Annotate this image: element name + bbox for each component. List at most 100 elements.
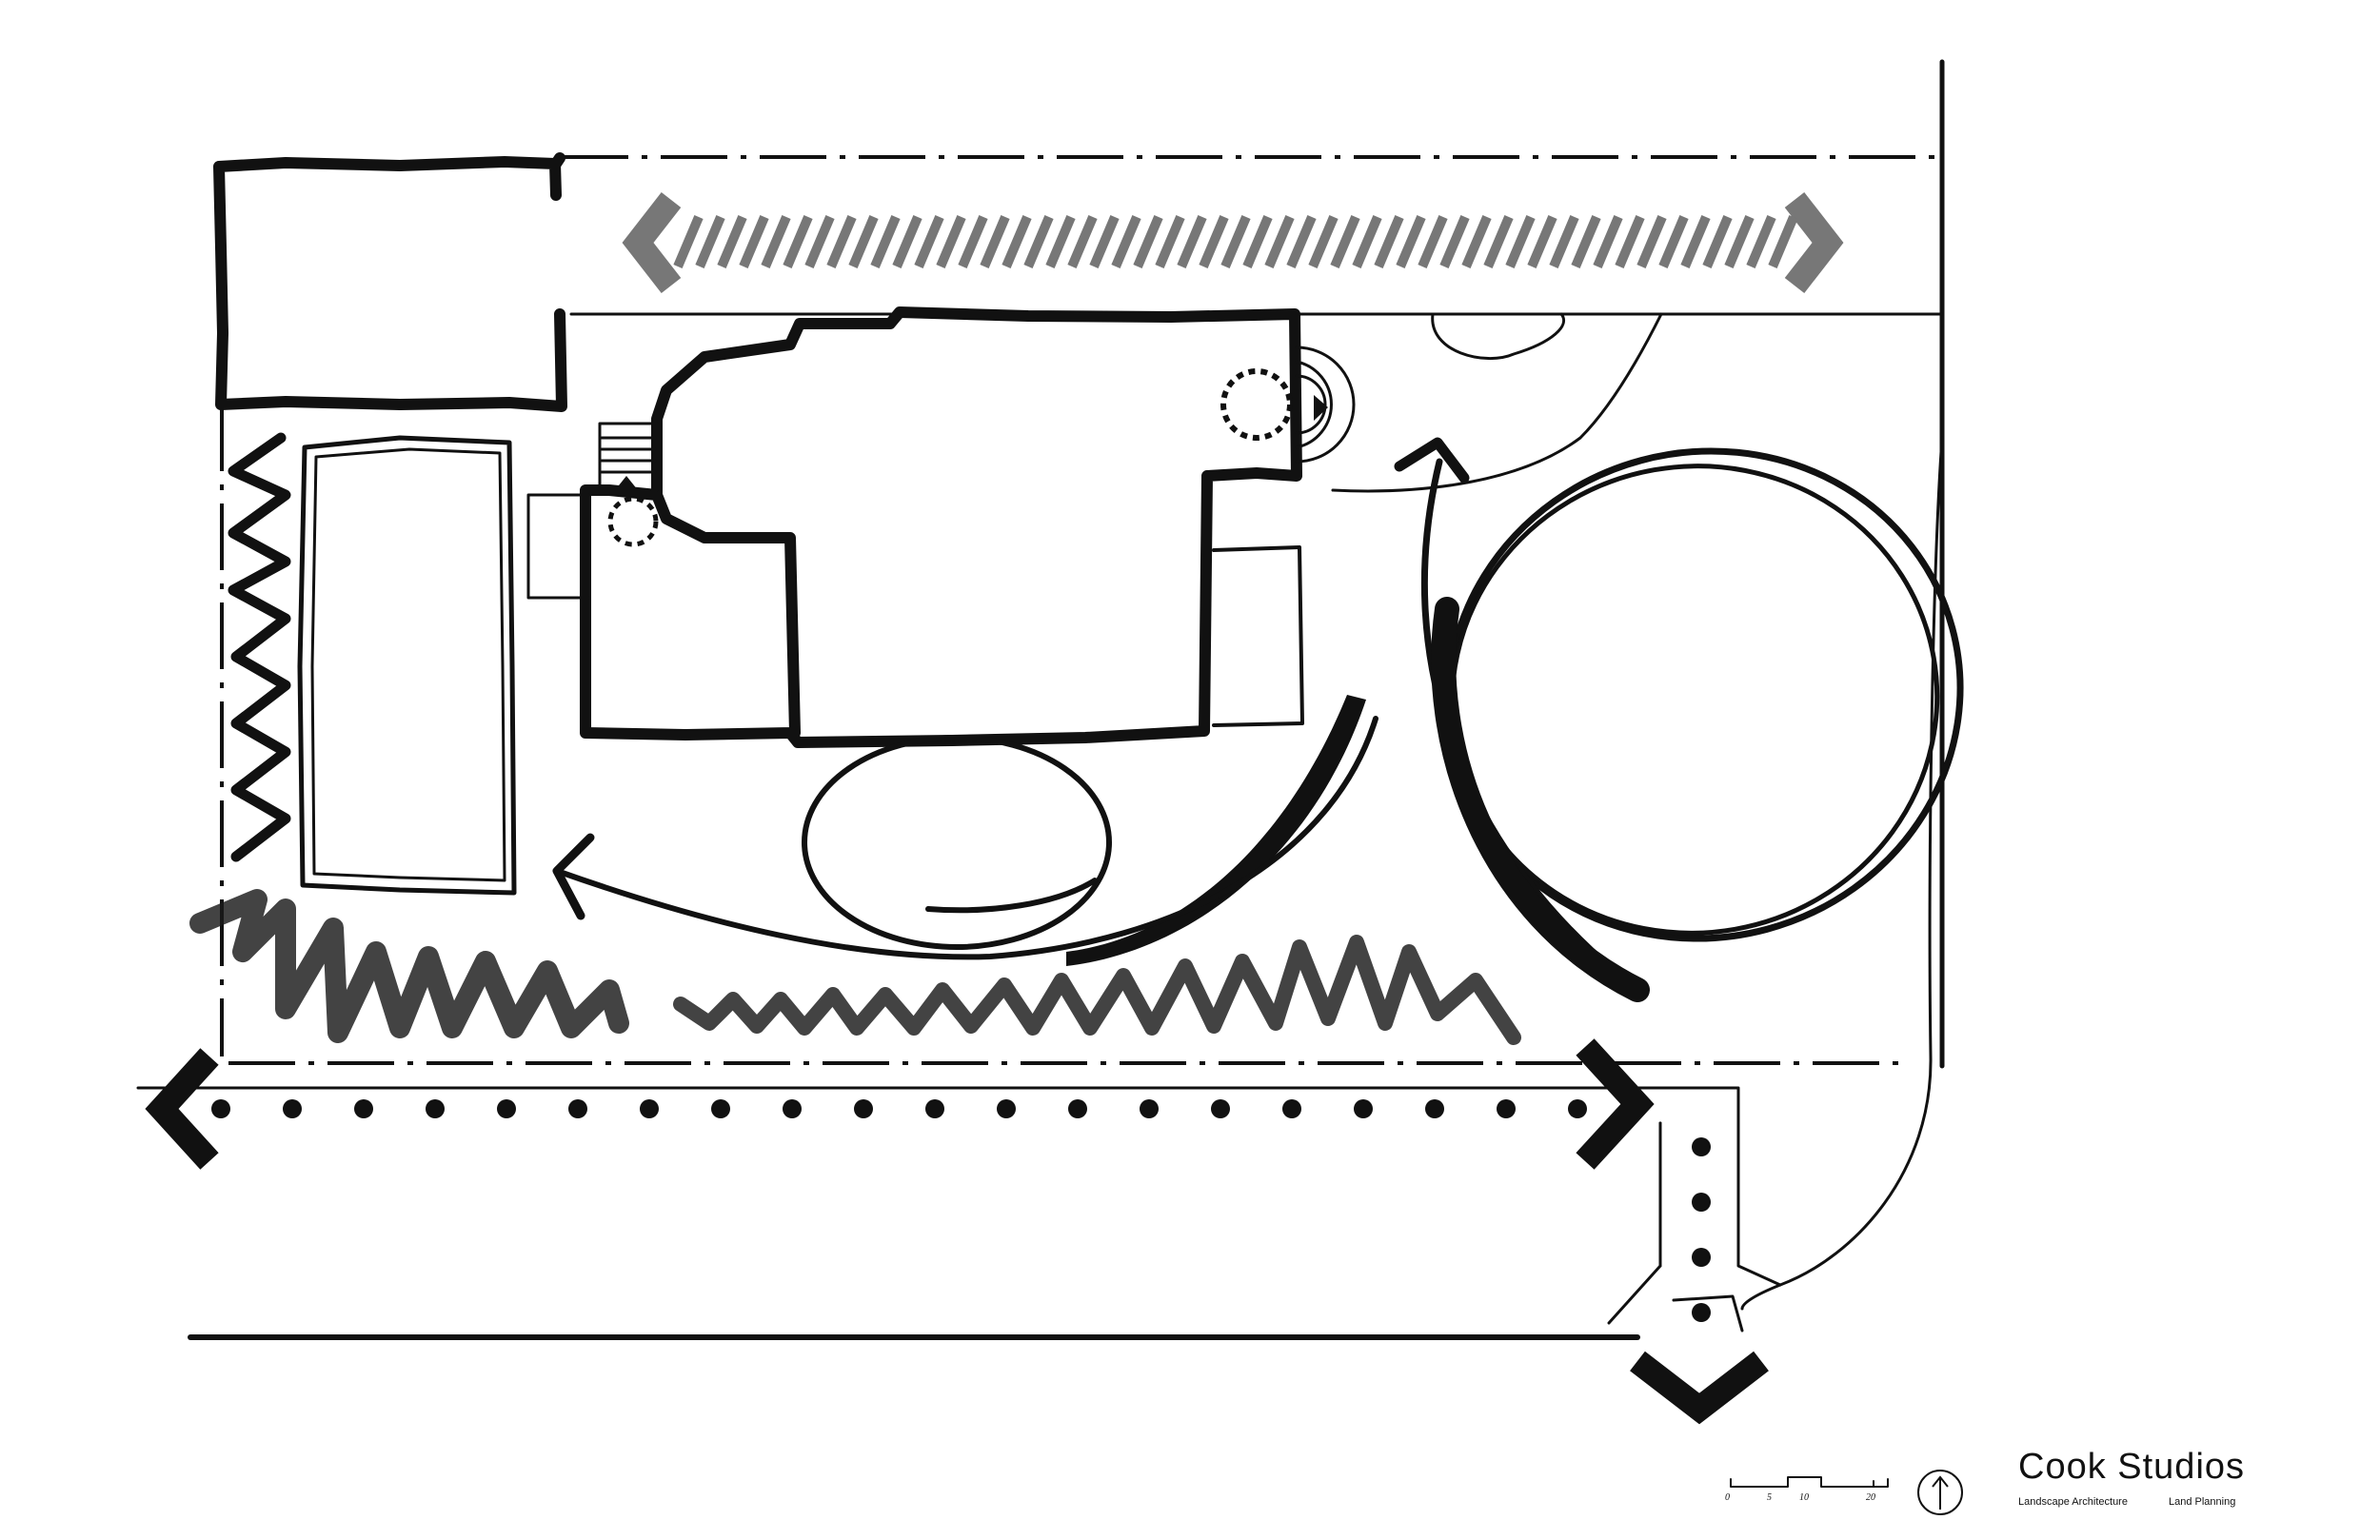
hatch-bars bbox=[673, 215, 1798, 268]
path-dot bbox=[783, 1099, 802, 1118]
firm-name: Cook Studios bbox=[2018, 1447, 2246, 1487]
tree-canopy-outline bbox=[1331, 312, 1663, 493]
path-dot bbox=[1568, 1099, 1587, 1118]
curved-arrow-flow bbox=[554, 716, 1378, 960]
scale-bar bbox=[1730, 1476, 1889, 1488]
hatch-bar bbox=[980, 215, 1010, 268]
right-edge-curve bbox=[1740, 436, 1944, 1311]
property-lines bbox=[220, 59, 1945, 1069]
hatch-bar bbox=[870, 215, 901, 268]
oval-lawn bbox=[802, 735, 1112, 950]
path-dot bbox=[354, 1099, 373, 1118]
hatch-bar bbox=[1593, 215, 1623, 268]
path-dot bbox=[211, 1099, 230, 1118]
hatch-bar bbox=[1155, 215, 1185, 268]
hatch-bar bbox=[1396, 215, 1426, 268]
patio-east bbox=[1212, 545, 1304, 727]
hatch-bar bbox=[1571, 215, 1601, 268]
oval-lawn-tail bbox=[925, 878, 1098, 914]
path-dot bbox=[1692, 1303, 1711, 1322]
hatch-bar bbox=[673, 215, 704, 268]
hatch-bar bbox=[739, 215, 769, 268]
hatch-bar bbox=[1418, 215, 1448, 268]
path-dot bbox=[1692, 1248, 1711, 1267]
hatch-bar bbox=[826, 215, 857, 268]
hatch-bar bbox=[1220, 215, 1251, 268]
hatch-bar bbox=[1045, 215, 1076, 268]
buffer-zigzag-left bbox=[228, 432, 291, 862]
hatch-bar bbox=[1242, 215, 1273, 268]
hatch-bar bbox=[1374, 215, 1404, 268]
hatch-bar bbox=[1636, 215, 1667, 268]
path-dot bbox=[426, 1099, 445, 1118]
sweeping-arc-heavy bbox=[1066, 695, 1366, 966]
hatch-bar bbox=[1483, 215, 1514, 268]
firm-subtitle-right: Land Planning bbox=[2169, 1496, 2236, 1508]
path-dot bbox=[640, 1099, 659, 1118]
title-block: 0 5 10 20 Cook Studios Landscape Archite… bbox=[1714, 1447, 2285, 1523]
arrow-head-up bbox=[1394, 437, 1470, 484]
hatch-bar bbox=[1023, 215, 1054, 268]
path-dot bbox=[497, 1099, 516, 1118]
arrow-swoosh-lower bbox=[1431, 597, 1650, 1002]
hatch-bar bbox=[1330, 215, 1360, 268]
path-dot bbox=[711, 1099, 730, 1118]
path-dot bbox=[925, 1099, 944, 1118]
hatch-bar bbox=[1702, 215, 1733, 268]
hatch-bar bbox=[1439, 215, 1470, 268]
path-dot bbox=[997, 1099, 1016, 1118]
hatch-bar bbox=[1111, 215, 1141, 268]
path-dot bbox=[1354, 1099, 1373, 1118]
path-dot bbox=[1140, 1099, 1159, 1118]
hatch-bar bbox=[1768, 215, 1798, 268]
hatch-bar bbox=[1549, 215, 1579, 268]
hatch-bar bbox=[783, 215, 813, 268]
path-dot bbox=[1692, 1137, 1711, 1156]
curved-arrow-head-left bbox=[552, 833, 595, 920]
hatch-bar bbox=[892, 215, 922, 268]
hatch-bar bbox=[717, 215, 747, 268]
scale-label-20: 20 bbox=[1866, 1492, 1875, 1503]
driveway-apron bbox=[1672, 1294, 1744, 1333]
hatch-bar bbox=[1286, 215, 1317, 268]
hatched-double-arrow bbox=[622, 192, 1844, 293]
hatch-bar bbox=[695, 215, 725, 268]
scale-label-10: 10 bbox=[1799, 1492, 1809, 1503]
dotted-path-arrow bbox=[145, 1038, 1769, 1425]
sun-symbol-west bbox=[607, 496, 659, 547]
hatch-bar bbox=[1724, 215, 1755, 268]
hatch-bar bbox=[1615, 215, 1645, 268]
path-dots bbox=[211, 1099, 1711, 1322]
path-dot bbox=[1282, 1099, 1301, 1118]
hatch-bar bbox=[1177, 215, 1207, 268]
screen-zigzag-bold bbox=[189, 889, 629, 1043]
path-dot bbox=[854, 1099, 873, 1118]
entry-steps-left bbox=[598, 422, 659, 492]
sun-symbol-east bbox=[1220, 368, 1293, 441]
hatch-bar bbox=[1067, 215, 1098, 268]
hatch-bar bbox=[1308, 215, 1339, 268]
hatch-bar bbox=[1658, 215, 1689, 268]
hatch-bar bbox=[804, 215, 835, 268]
hatch-bar bbox=[1199, 215, 1229, 268]
hatch-bar bbox=[1505, 215, 1536, 268]
hatch-bar bbox=[1461, 215, 1492, 268]
screen-zigzag-fine bbox=[673, 935, 1521, 1045]
path-dot bbox=[568, 1099, 587, 1118]
hatch-bar bbox=[1746, 215, 1776, 268]
path-dot bbox=[1211, 1099, 1230, 1118]
hatch-bar bbox=[1352, 215, 1382, 268]
hatch-bar bbox=[1089, 215, 1120, 268]
scale-label-0: 0 bbox=[1725, 1492, 1730, 1503]
path-dot bbox=[1068, 1099, 1087, 1118]
entry-steps-east bbox=[1295, 346, 1356, 464]
circulation-loop bbox=[1444, 447, 1964, 942]
path-dot bbox=[1497, 1099, 1516, 1118]
hatch-bar bbox=[1264, 215, 1295, 268]
scale-label-5: 5 bbox=[1767, 1492, 1772, 1503]
hatch-bar bbox=[1527, 215, 1557, 268]
sidewalk-outline bbox=[136, 1086, 1782, 1325]
hatch-bar bbox=[914, 215, 944, 268]
hatch-bar bbox=[1002, 215, 1032, 268]
